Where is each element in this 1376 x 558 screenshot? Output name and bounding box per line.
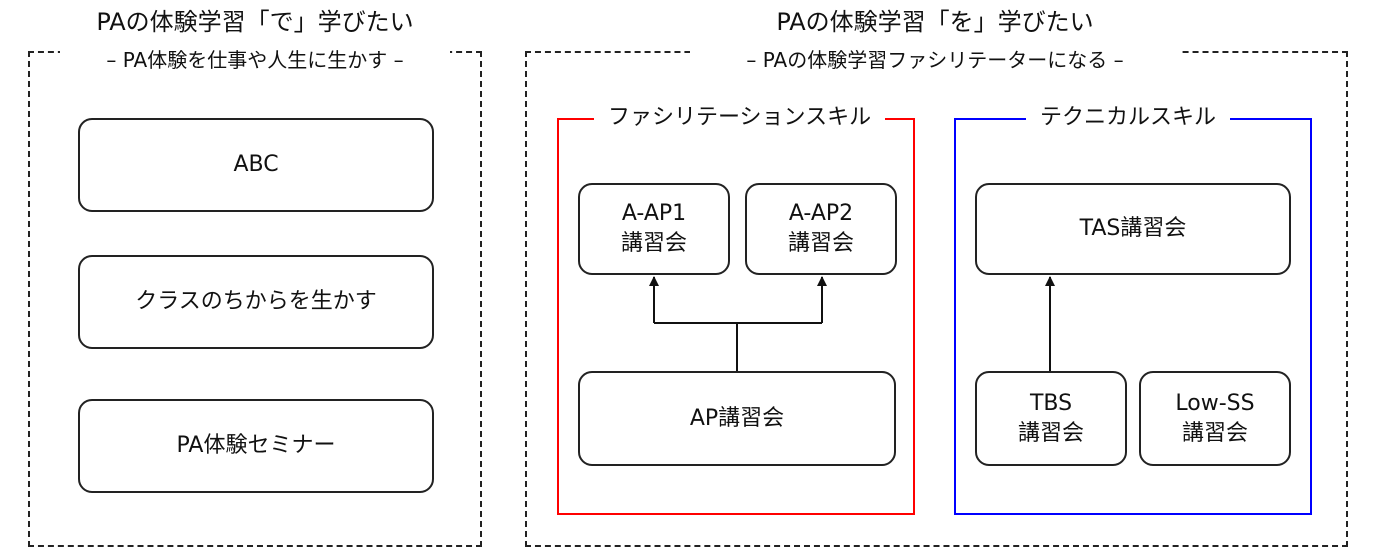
a-ap2-line2: 講習会 bbox=[787, 231, 854, 256]
ap-node: AP講習会 bbox=[578, 371, 896, 466]
a-ap1-line2: 講習会 bbox=[620, 231, 687, 256]
pa-seminar-node-label: PA体験セミナー bbox=[176, 433, 336, 458]
tbs-line2: 講習会 bbox=[1017, 420, 1084, 446]
tbs-to-tas-arrowhead bbox=[1045, 276, 1055, 286]
a-ap1-node: A-AP1 講習会 bbox=[578, 183, 730, 275]
ap-node-label: AP講習会 bbox=[689, 405, 785, 431]
a-ap1-line1: A-AP1 bbox=[621, 201, 687, 226]
left-section-subtitle: – PA体験を仕事や人生に生かす – bbox=[60, 48, 450, 72]
ap-to-a-ap2-arrowhead bbox=[817, 276, 827, 286]
tas-node: TAS講習会 bbox=[975, 183, 1291, 275]
class-power-node-label: クラスのちからを生かす bbox=[135, 289, 377, 314]
low-ss-node: Low-SS 講習会 bbox=[1139, 371, 1291, 466]
pa-seminar-node: PA体験セミナー bbox=[78, 399, 434, 493]
right-section-title: PAの体験学習「を」学びたい bbox=[750, 8, 1120, 36]
abc-node: ABC bbox=[78, 118, 434, 212]
a-ap2-line1: A-AP2 bbox=[788, 201, 854, 226]
low-ss-line2: 講習会 bbox=[1181, 420, 1248, 446]
facilitation-skill-label: ファシリテーションスキル bbox=[594, 105, 886, 131]
right-section-subtitle: – PAの体験学習ファシリテーターになる – bbox=[690, 48, 1180, 72]
low-ss-line1: Low-SS bbox=[1175, 390, 1255, 416]
tbs-node: TBS 講習会 bbox=[975, 371, 1127, 466]
a-ap2-node: A-AP2 講習会 bbox=[745, 183, 897, 275]
abc-node-label: ABC bbox=[233, 152, 279, 177]
tas-node-label: TAS講習会 bbox=[1079, 216, 1187, 241]
class-power-node: クラスのちからを生かす bbox=[78, 255, 434, 349]
tbs-line1: TBS bbox=[1029, 390, 1073, 416]
ap-to-a-ap1-arrowhead bbox=[649, 276, 659, 286]
technical-skill-label: テクニカルスキル bbox=[1026, 105, 1231, 131]
left-section-title: PAの体験学習「で」学びたい bbox=[70, 8, 440, 36]
